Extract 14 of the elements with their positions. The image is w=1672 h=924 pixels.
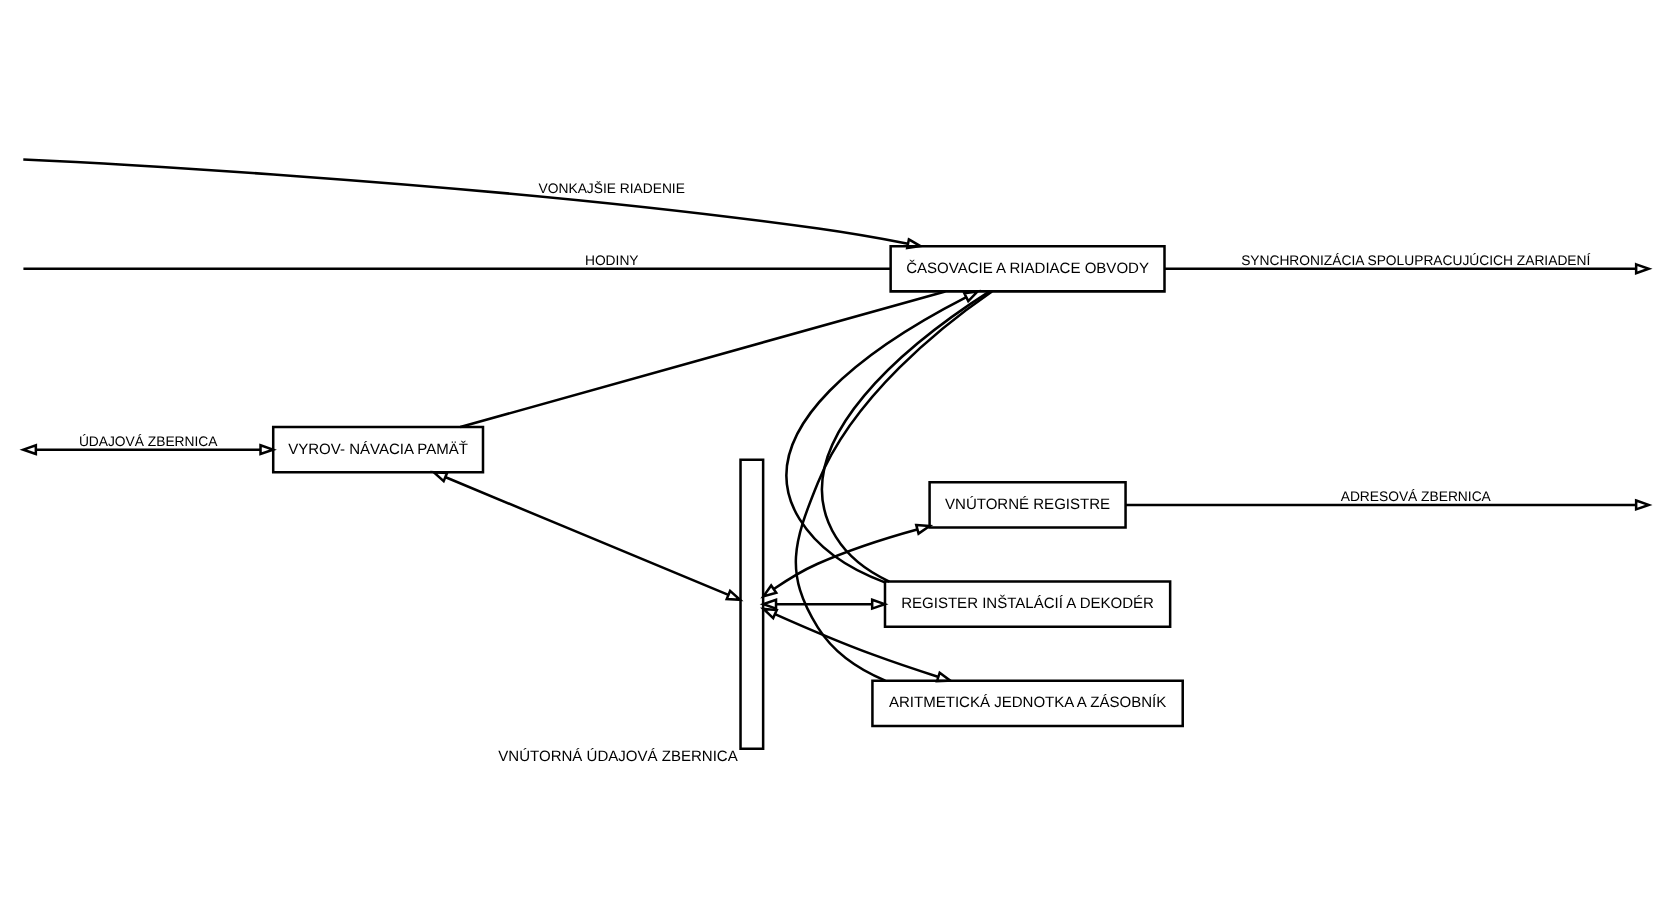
- arrow: [1125, 498, 1653, 512]
- connector: [23, 267, 891, 271]
- arrow: [785, 289, 981, 584]
- arrow: [19, 443, 277, 456]
- node-bar: [739, 458, 765, 750]
- connector: [459, 290, 946, 429]
- arrow: [760, 523, 934, 599]
- arrow: [430, 470, 744, 602]
- connector: [794, 290, 993, 682]
- arrow: [760, 607, 954, 683]
- arrow: [759, 598, 889, 611]
- connector: [821, 290, 991, 583]
- arrow: [1164, 262, 1653, 275]
- arrow: [23, 158, 925, 250]
